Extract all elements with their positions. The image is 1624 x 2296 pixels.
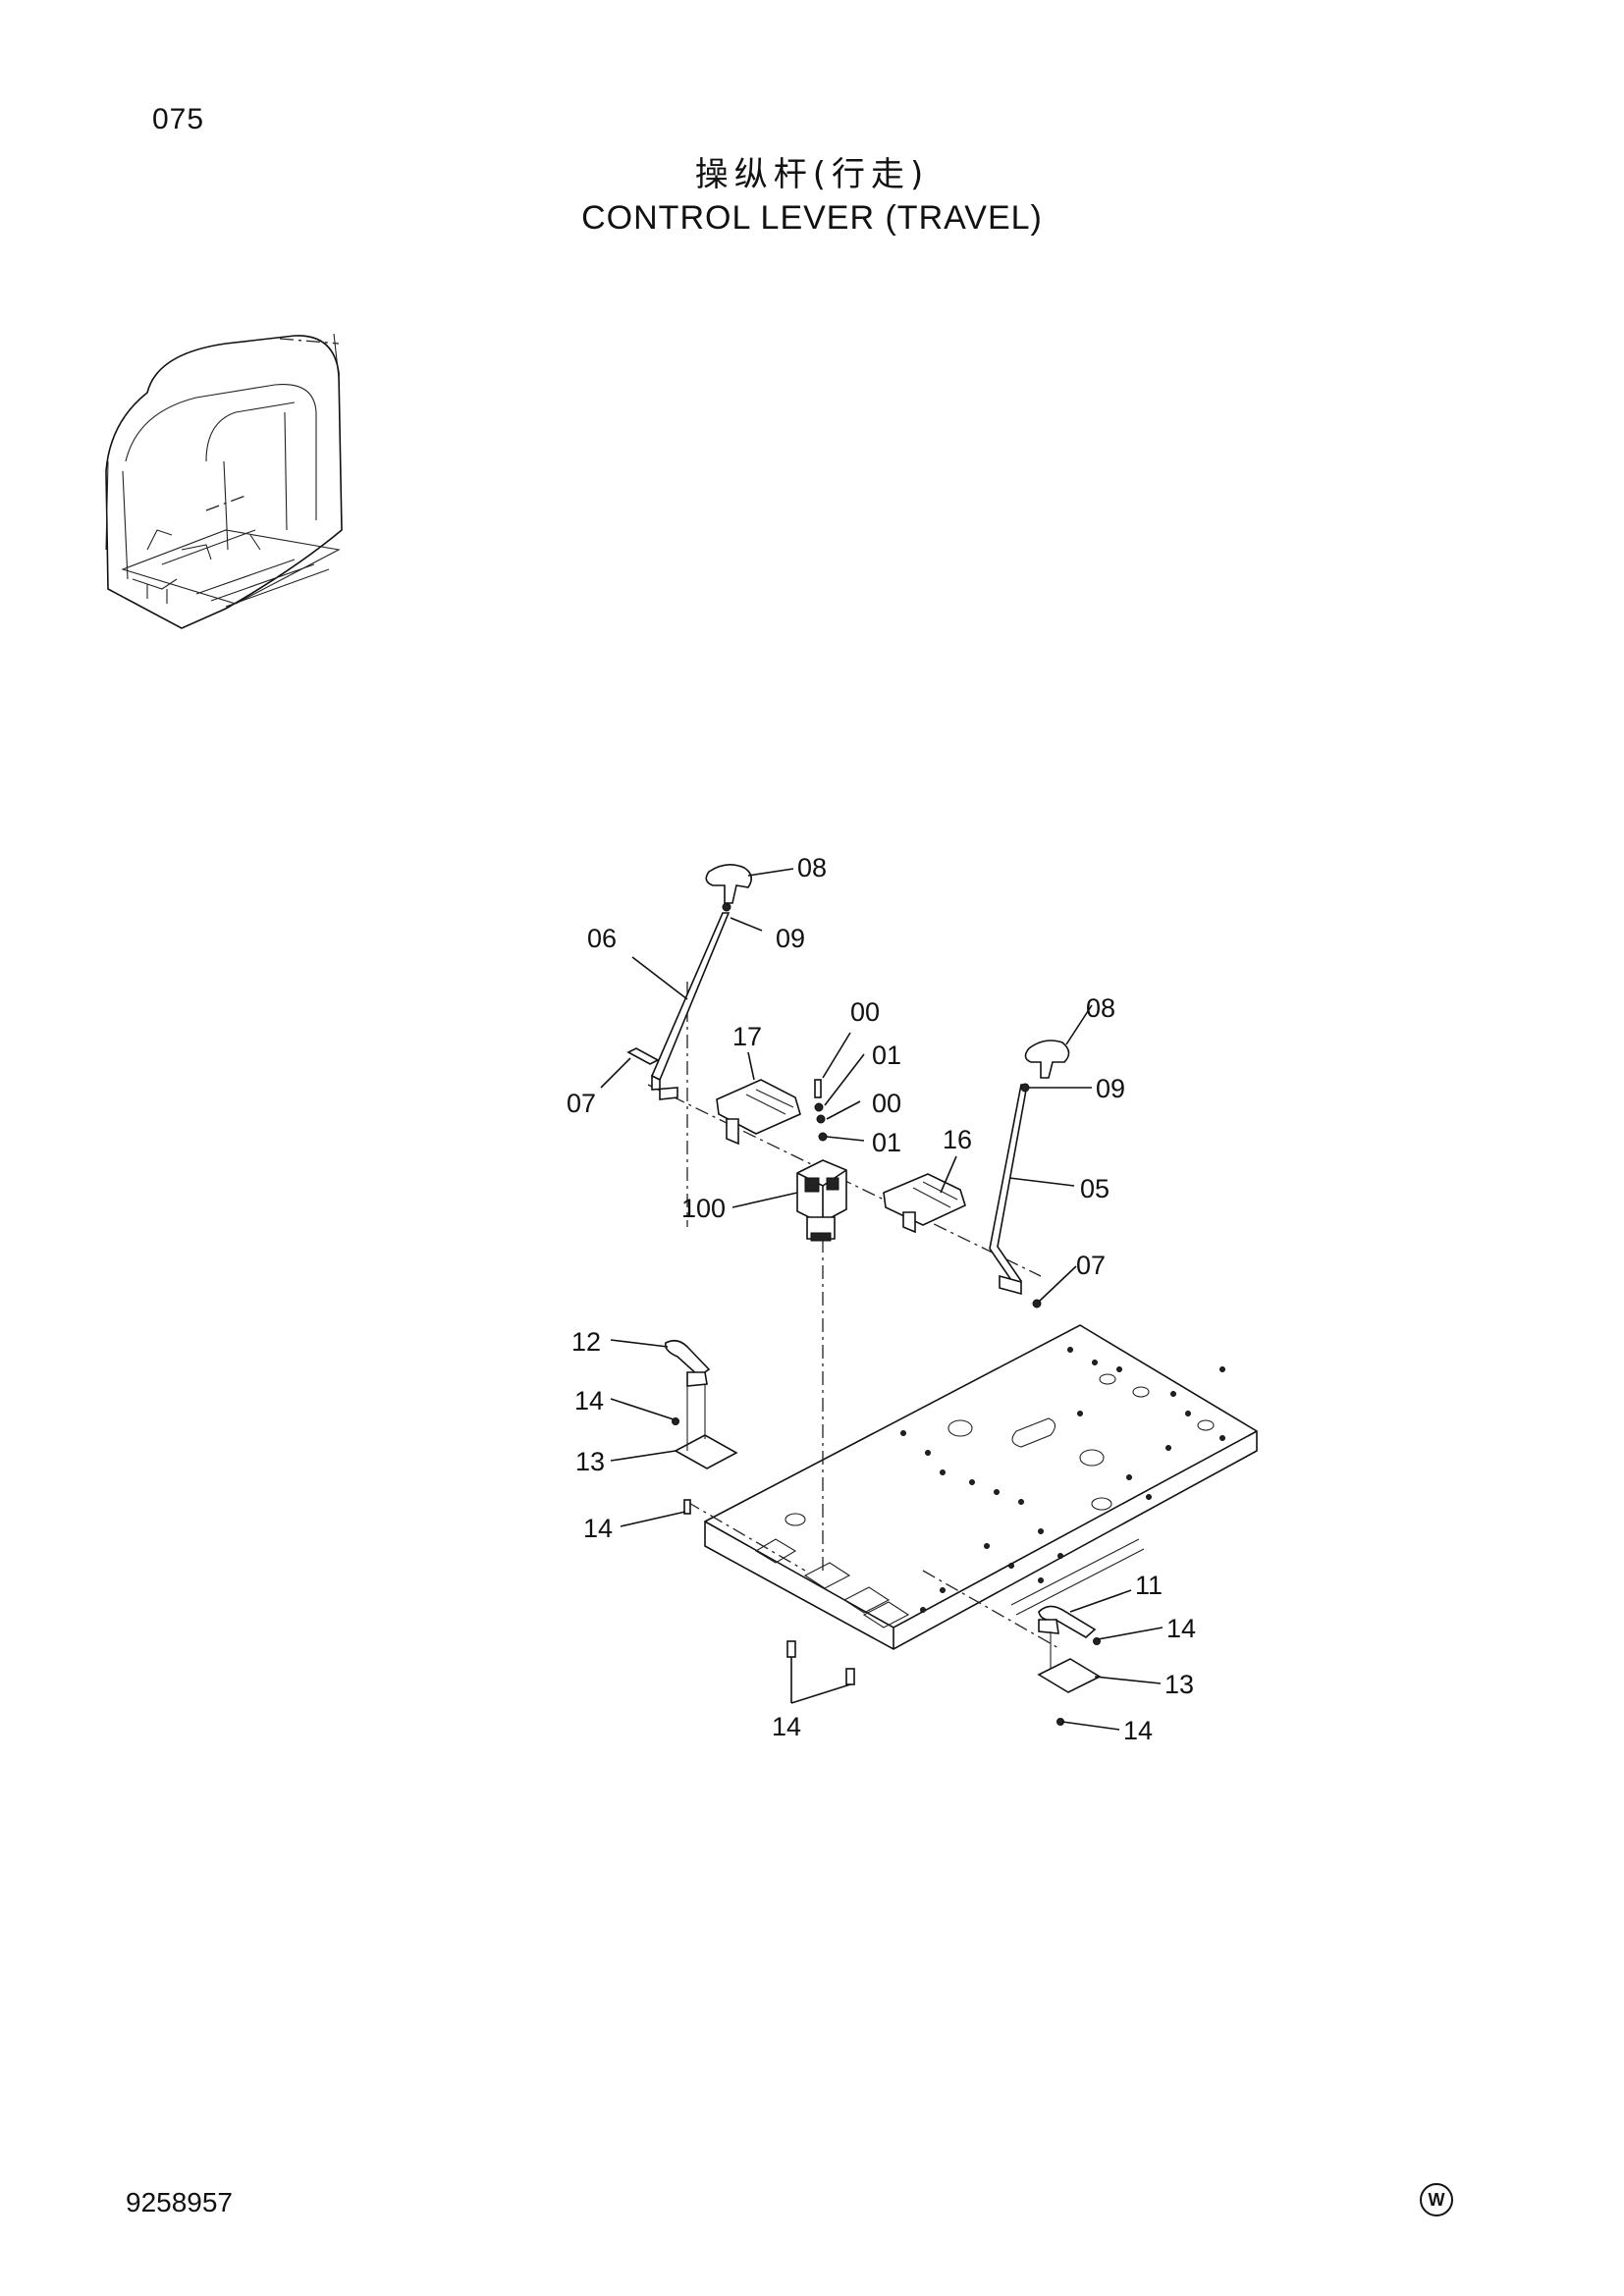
page-number: 075 [152,103,205,135]
left-pedal-lever [664,1339,738,1515]
callout-00: 00 [872,1089,901,1118]
callout-14: 14 [574,1386,604,1415]
callout-14: 14 [1166,1614,1196,1643]
callout-00: 00 [850,997,880,1027]
callout-100: 100 [681,1194,726,1223]
callout-01: 01 [872,1041,901,1070]
callout-14: 14 [1123,1716,1153,1745]
callout-14: 14 [583,1514,613,1543]
drawing-number: 9258957 [126,2187,234,2217]
bolt-left [626,1047,660,1065]
valve-screws [814,1079,828,1142]
callout-14: 14 [772,1712,801,1741]
right-pedal [883,1173,966,1234]
pilot-valve [796,1159,847,1242]
manufacturer-mark: W [1420,2183,1453,2216]
left-travel-lever [650,864,752,1100]
callout-09: 09 [776,924,805,953]
callout-13: 13 [575,1447,605,1476]
callout-07: 07 [567,1089,596,1118]
callout-08: 08 [797,853,827,882]
callout-labels: 08 09 06 07 17 00 01 00 01 16 100 08 09 … [567,853,1196,1745]
floor-studs [786,1640,855,1685]
left-pedal [716,1079,801,1146]
title-chinese: 操纵杆(行走) [694,155,930,194]
callout-06: 06 [587,924,617,953]
callout-12: 12 [571,1327,601,1357]
title-english: CONTROL LEVER (TRAVEL) [581,199,1043,237]
callout-07: 07 [1076,1251,1106,1280]
floor-plate [704,1324,1258,1650]
callout-08: 08 [1086,993,1115,1023]
cab-thumbnail [105,333,343,629]
callout-11: 11 [1135,1571,1163,1600]
callout-17: 17 [732,1022,762,1051]
leader-lines [600,868,1164,1731]
callout-09: 09 [1096,1074,1125,1103]
callout-01: 01 [872,1128,901,1157]
callout-16: 16 [943,1125,972,1154]
right-pedal-lever [1037,1605,1102,1726]
assembly-line-left-pedal [686,982,806,1572]
callout-13: 13 [1164,1670,1194,1699]
callout-05: 05 [1080,1174,1110,1203]
right-travel-lever [989,1040,1070,1308]
